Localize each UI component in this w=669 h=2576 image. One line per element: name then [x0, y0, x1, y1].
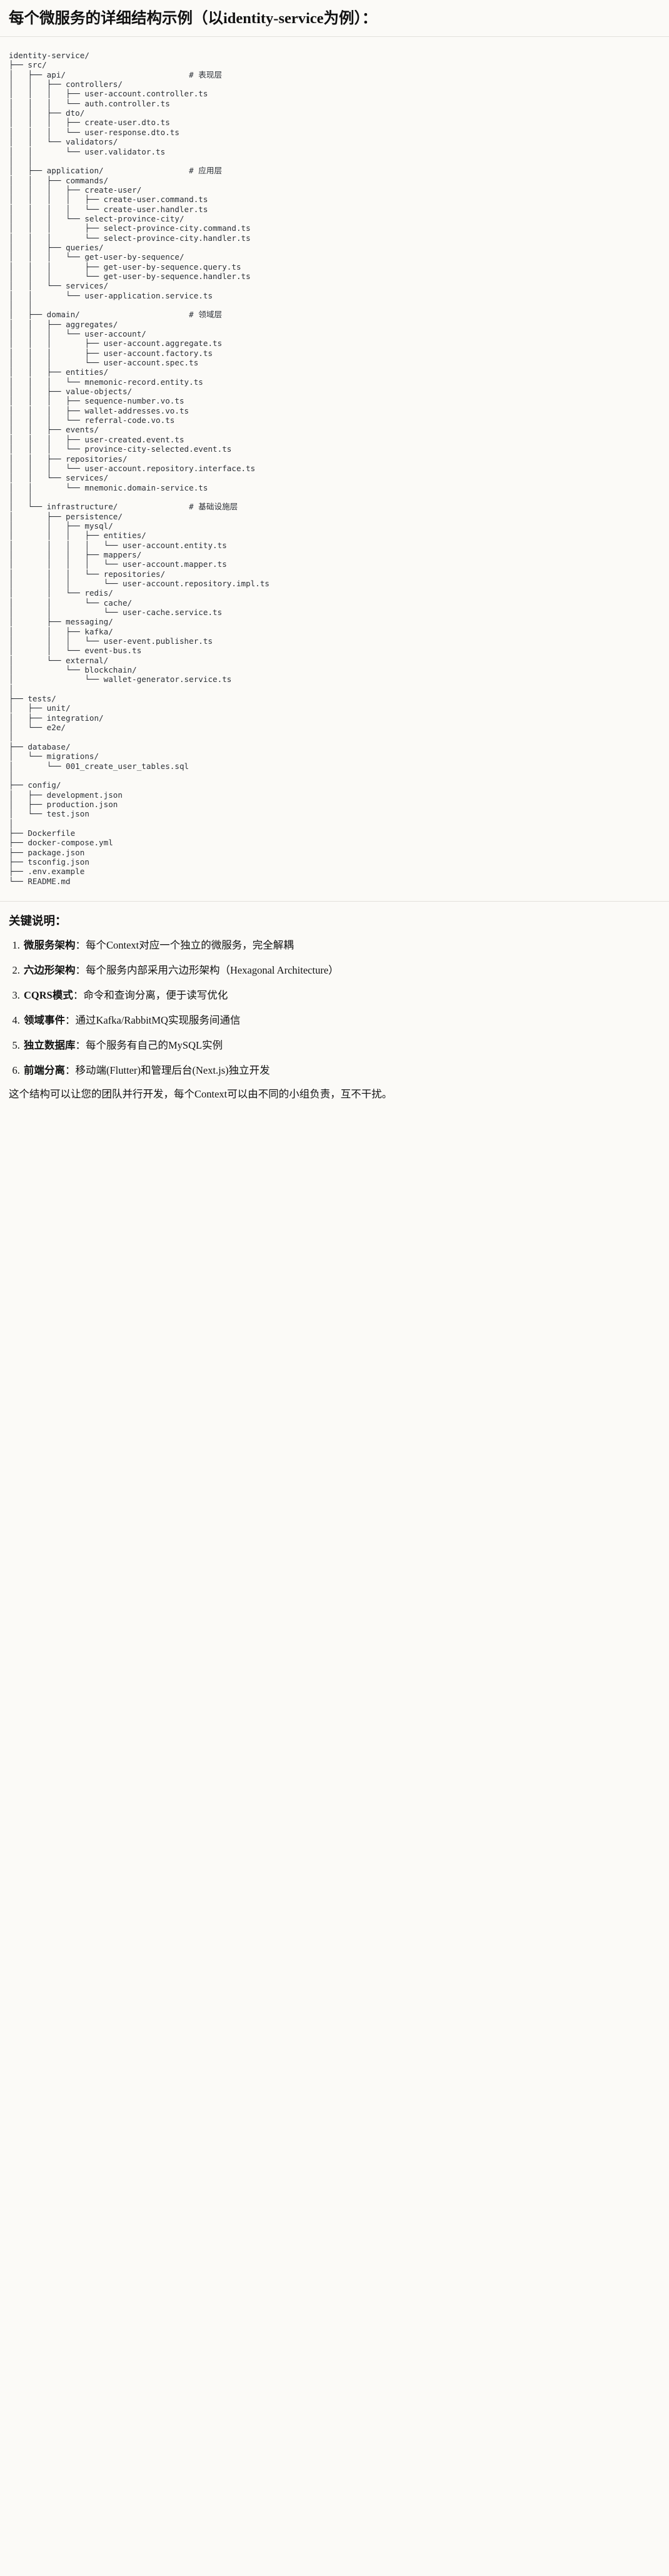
note-description: 移动端(Flutter)和管理后台(Next.js)独立开发	[75, 1064, 270, 1076]
note-term: CQRS模式	[24, 989, 73, 1001]
list-item: CQRS模式：命令和查询分离，便于读写优化	[23, 988, 660, 1003]
note-separator: ：	[65, 1014, 76, 1026]
note-description: 每个服务内部采用六边形架构（Hexagonal Architecture）	[86, 964, 339, 976]
document-page: 每个微服务的详细结构示例（以identity-service为例）： ident…	[0, 0, 669, 1116]
list-item: 六边形架构：每个服务内部采用六边形架构（Hexagonal Architectu…	[23, 963, 660, 978]
note-separator: ：	[65, 1064, 76, 1076]
divider-bottom	[0, 900, 669, 902]
directory-tree-block: identity-service/ ├── src/ │ ├── api/ # …	[0, 37, 669, 901]
note-term: 领域事件	[24, 1014, 65, 1026]
page-title: 每个微服务的详细结构示例（以identity-service为例）：	[9, 10, 378, 27]
note-term: 前端分离	[24, 1064, 65, 1076]
note-description: 每个服务有自己的MySQL实例	[86, 1039, 223, 1051]
directory-tree: identity-service/ ├── src/ │ ├── api/ # …	[9, 51, 270, 886]
closing-paragraph: 这个结构可以让您的团队并行开发，每个Context可以由不同的小组负责，互不干扰…	[9, 1087, 393, 1100]
key-notes-list: 微服务架构：每个Context对应一个独立的微服务，完全解耦 六边形架构：每个服…	[9, 938, 660, 1078]
note-separator: ：	[75, 939, 86, 952]
list-item: 领域事件：通过Kafka/RabbitMQ实现服务间通信	[23, 1013, 660, 1028]
note-term: 六边形架构	[24, 964, 76, 976]
note-description: 每个Context对应一个独立的微服务，完全解耦	[86, 939, 294, 952]
note-description: 通过Kafka/RabbitMQ实现服务间通信	[75, 1014, 241, 1026]
key-notes-heading: 关键说明：	[9, 915, 67, 928]
note-description: 命令和查询分离，便于读写优化	[83, 989, 228, 1001]
list-item: 独立数据库：每个服务有自己的MySQL实例	[23, 1038, 660, 1053]
note-term: 独立数据库	[24, 1039, 76, 1051]
key-notes-section: 关键说明： 微服务架构：每个Context对应一个独立的微服务，完全解耦 六边形…	[0, 902, 669, 1116]
divider-top	[0, 36, 669, 38]
note-separator: ：	[75, 964, 86, 976]
note-separator: ：	[73, 989, 84, 1001]
list-item: 前端分离：移动端(Flutter)和管理后台(Next.js)独立开发	[23, 1063, 660, 1078]
note-term: 微服务架构	[24, 939, 76, 952]
note-separator: ：	[75, 1039, 86, 1051]
list-item: 微服务架构：每个Context对应一个独立的微服务，完全解耦	[23, 938, 660, 953]
